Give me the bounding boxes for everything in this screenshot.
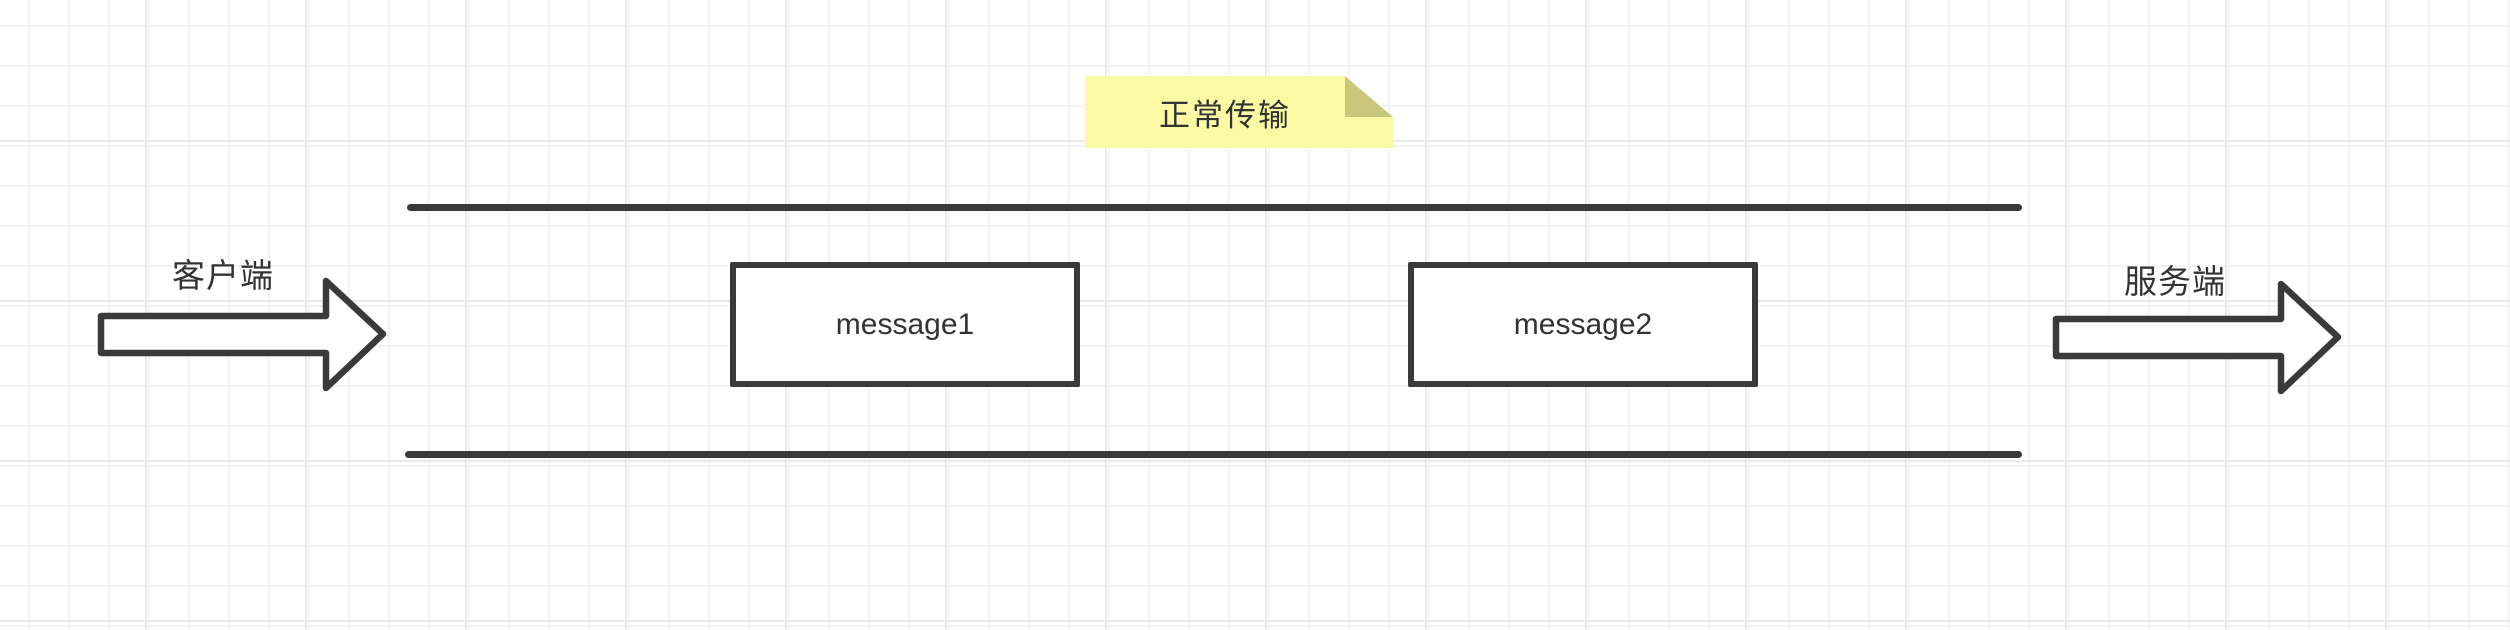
client-arrow-icon[interactable] [97,277,387,392]
message2-label: message2 [1513,307,1653,341]
message1-box[interactable]: message1 [730,262,1080,387]
server-arrow-icon[interactable] [2052,280,2342,395]
message2-box[interactable]: message2 [1408,262,1758,387]
note-label: 正常传输 [1159,97,1291,133]
note-shape[interactable]: 正常传输 [1085,76,1393,148]
server-label: 服务端 [2124,263,2226,300]
channel-bottom-line[interactable] [405,451,2022,458]
note-fold-corner [1345,76,1393,117]
message1-label: message1 [835,307,975,341]
channel-top-line[interactable] [407,204,2022,211]
client-label: 客户端 [172,257,274,294]
